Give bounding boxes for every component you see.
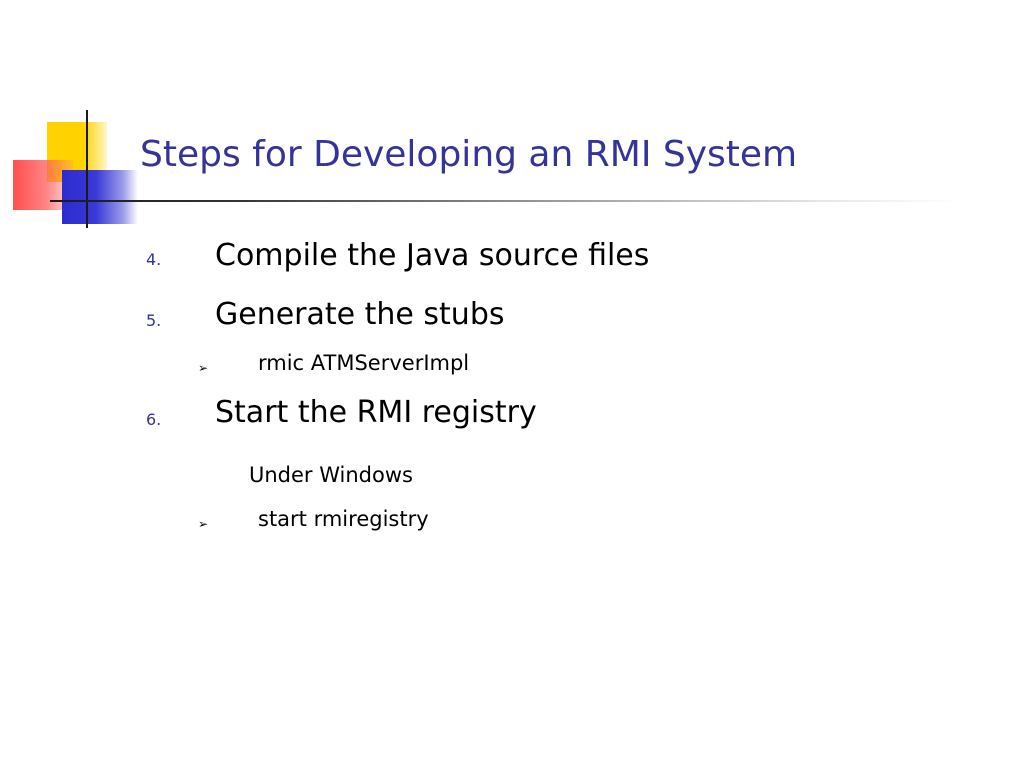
item-number-4: 4. — [146, 250, 162, 269]
item-number-6: 6. — [146, 410, 162, 429]
sub-item-start-rmiregistry: start rmiregistry — [258, 507, 429, 531]
title-underline — [50, 200, 960, 202]
item-number-5: 5. — [146, 311, 162, 330]
arrow-bullet-icon: ➢ — [198, 361, 209, 375]
item-start-registry: Start the RMI registry — [215, 395, 537, 430]
item-generate-stubs: Generate the stubs — [215, 297, 505, 332]
slide-title: Steps for Developing an RMI System — [140, 134, 798, 175]
decor-blue-square — [62, 170, 138, 224]
decor-vertical-line — [86, 110, 88, 228]
arrow-bullet-icon: ➢ — [198, 517, 209, 531]
item-compile: Compile the Java source files — [215, 238, 650, 273]
sub-item-rmic: rmic ATMServerImpl — [258, 351, 470, 375]
note-under-windows: Under Windows — [249, 463, 413, 487]
